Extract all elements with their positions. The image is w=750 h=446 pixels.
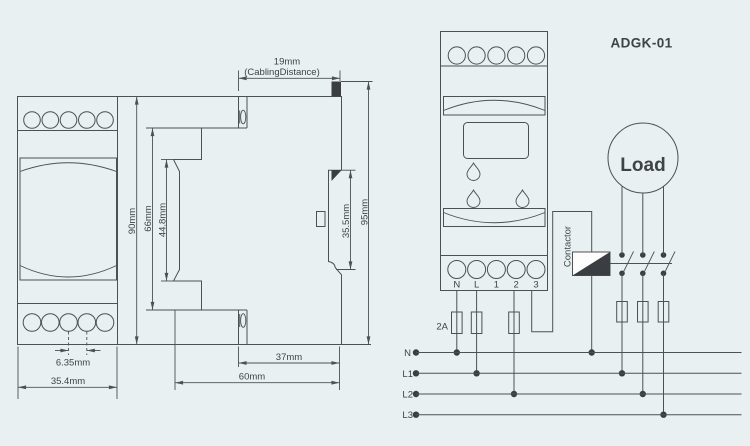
bus-line-l3: L3 [402,410,742,421]
fuse-load-2 [637,301,649,323]
front-bottom-terminals [22,313,115,332]
screw-slot [240,313,247,328]
dimension-depth-to-terminals: 37mm [238,346,340,390]
model-title: ADGK-01 [610,36,672,51]
display-screen [463,122,529,159]
bus-label-l1: L1 [402,369,413,380]
terminal-labels: N L 1 2 3 [453,280,538,291]
load-label: Load [620,155,665,176]
device-outline [440,31,548,291]
device-lower-band [443,208,546,227]
load-wires [453,273,670,418]
contactor: Contactor [563,226,676,356]
bus-label-l3: L3 [402,410,413,421]
cabling-distance-note: (CablingDistance) [244,67,320,78]
front-center-panel [19,157,117,281]
contactor-coil-fill [572,252,610,276]
bus-line-l1: L1 [402,369,742,380]
terminal-label-1: 1 [494,280,499,291]
bus-lines: N L1 L2 L3 [402,348,742,421]
device-upper-band [443,96,546,116]
rail-recess-corner [331,170,342,181]
dimension-front-width: 35.4mm [17,346,118,399]
dimension-overall-depth: 60mm [174,310,340,390]
terminal-label-n: N [453,280,460,291]
terminal-label-3: 3 [533,280,538,291]
front-view-outline [17,96,118,345]
fuse-n [451,311,463,334]
fuse-rating-label: 2A [436,322,448,333]
depth-to-terminals-label: 37mm [276,352,302,363]
side-profile-outline [172,96,342,345]
button-drop-3 [515,188,530,208]
side-view: 19mm (CablingDistance) 66mm 44.8mm 35.5m… [17,57,373,390]
front-top-terminals [23,111,114,129]
contactor-contacts [619,251,676,277]
terminal-label-l: L [474,280,479,291]
side-top-terminal-strip [238,96,248,129]
device-buttons [466,161,530,208]
rail-slot [316,211,326,227]
terminal-wires: 2A [436,211,593,394]
dimension-overall-height: 95mm [341,81,373,345]
terminal-pitch-label: 6.35mm [56,358,90,369]
terminal-label-2: 2 [514,280,519,291]
fuse-load-1 [616,301,628,323]
device-top-terminals [447,46,546,65]
dimension-cabling-distance: 19mm (CablingDistance) [238,57,341,91]
dimension-panel-face-height: 44.8mm [158,159,174,282]
bus-label-l2: L2 [402,390,413,401]
bus-line-n: N [404,348,742,359]
front-height-label: 90mm [127,208,138,234]
control-wire [531,211,593,333]
contactor-label: Contactor [563,226,574,267]
panel-face-height-label: 44.8mm [158,203,169,237]
dimension-terminal-pitch: 6.35mm [55,331,101,369]
front-section-height-label: 66mm [143,205,154,231]
cabling-distance-value: 19mm [274,57,300,68]
panel-top-arc [19,162,117,172]
dimension-din-recess-height: 35.5mm [336,169,356,270]
dimension-front-section-height: 66mm [143,127,202,311]
overall-height-label: 95mm [360,199,371,225]
fuse-load-3 [657,301,670,323]
bus-line-l2: L2 [402,390,742,401]
overall-depth-label: 60mm [239,372,265,383]
button-drop-1 [466,161,481,181]
device-front: N L 1 2 3 [440,31,548,291]
fuse-2 [508,311,520,334]
panel-bottom-arc [19,265,117,278]
din-recess-height-label: 35.5mm [341,204,352,238]
side-bottom-terminal-strip [238,309,248,345]
fuse-l [470,311,483,334]
front-view: 6.35mm 35.4mm 90mm [17,96,332,399]
button-drop-2 [466,188,481,208]
wiring-diagram: ADGK-01 [402,31,742,421]
front-width-label: 35.4mm [51,376,85,387]
load: Load [607,122,679,255]
bus-label-n: N [404,348,411,359]
device-bottom-terminals [447,260,546,279]
screw-slot [240,109,247,125]
rail-clip-block [331,81,341,97]
